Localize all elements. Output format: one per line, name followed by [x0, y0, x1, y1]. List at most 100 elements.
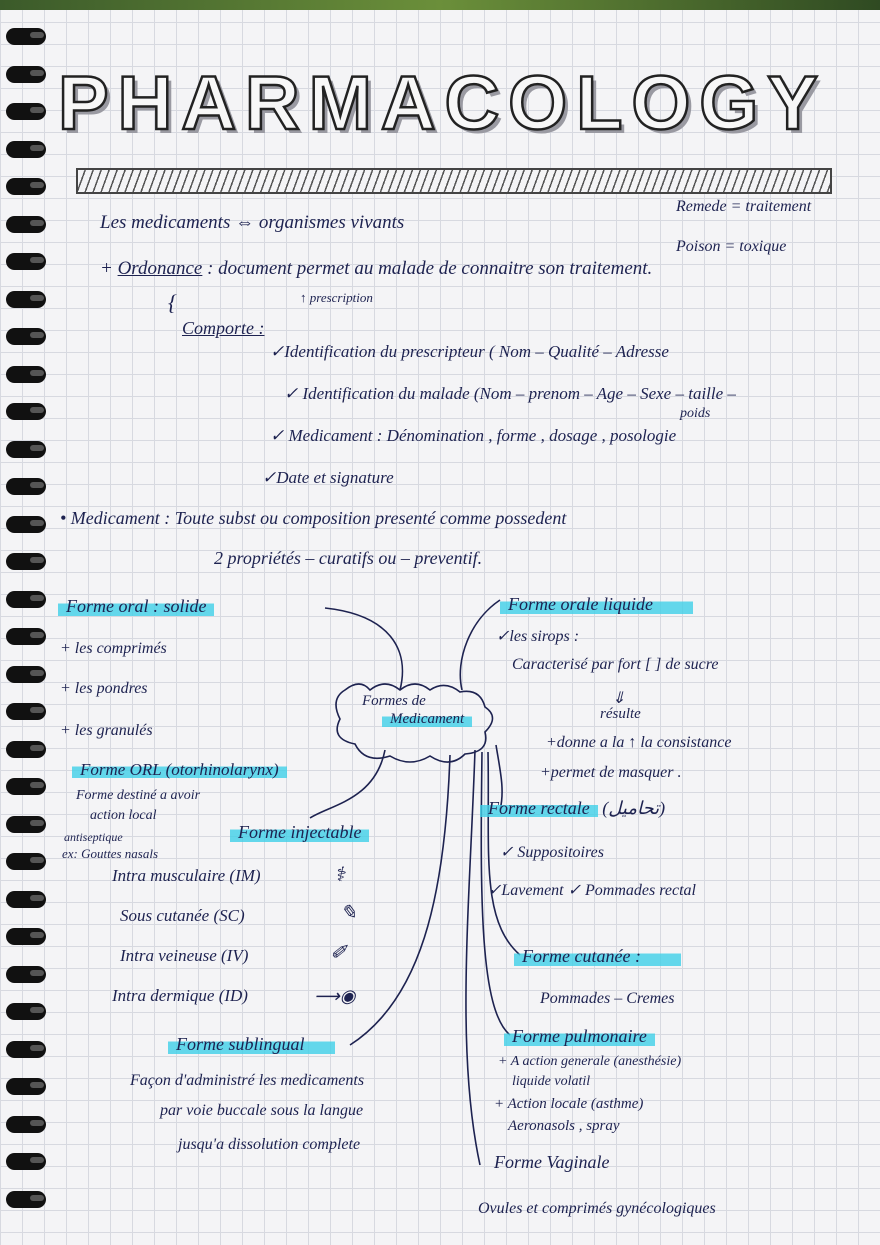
oral-liquide-item: +donne a la ↑ la consistance — [546, 734, 732, 751]
spiral-ring — [6, 403, 46, 420]
vaginale-title: Forme Vaginale — [494, 1152, 610, 1172]
connector-vaginale — [465, 749, 481, 1166]
syringe-icon: ✎ — [340, 902, 357, 924]
injectable-item: Intra musculaire (IM) — [112, 866, 261, 885]
title-letter: A — [380, 59, 437, 147]
spiral-ring — [6, 290, 46, 308]
spiral-ring — [6, 515, 46, 533]
spiral-ring — [6, 553, 46, 570]
spiral-ring — [6, 853, 46, 870]
title-letter: M — [307, 59, 373, 147]
medicament-def-2: 2 propriétés – curatifs ou – preventif. — [214, 548, 483, 568]
orl-title-text: Forme ORL (otorhinolarynx) — [72, 760, 287, 779]
spiral-ring — [6, 1040, 46, 1058]
spiral-ring — [6, 740, 46, 758]
spiral-ring — [6, 928, 46, 945]
ordonnance-term: Ordonance — [117, 258, 203, 279]
spiral-ring — [6, 253, 46, 270]
pulmonaire-item: + A action generale (anesthésie) — [498, 1054, 682, 1069]
spiral-ring — [6, 65, 46, 83]
title-letter: A — [180, 59, 237, 147]
spiral-ring — [6, 890, 46, 908]
rectale-title-text: Forme rectale — [480, 798, 598, 818]
pulmonaire-title: Forme pulmonaire — [504, 1026, 655, 1047]
ordonnance-line: + Ordonance : document permet au malade … — [100, 258, 653, 279]
comporte-label: Comporte : — [182, 318, 265, 338]
title-letter: O — [507, 59, 569, 147]
sublingual-item: jusqu'a dissolution complete — [178, 1136, 361, 1153]
mindmap-center: Formes de Medicament — [362, 692, 473, 728]
oral-liquide-item: Caracterisé par fort [ ] de sucre — [512, 656, 719, 673]
pulmonaire-item: liquide volatil — [512, 1074, 591, 1089]
poids-note: poids — [680, 406, 711, 421]
orl-title: Forme ORL (otorhinolarynx) — [72, 760, 287, 780]
spiral-ring — [6, 328, 46, 345]
spiral-ring — [6, 440, 46, 458]
orl-item: ex: Gouttes nasals — [62, 846, 159, 861]
comporte-item: ✓Identification du prescripteur ( Nom – … — [270, 342, 669, 361]
comporte-item: ✓Date et signature — [262, 468, 394, 487]
cutanee-title: Forme cutanée : — [514, 946, 681, 967]
spiral-ring — [6, 703, 46, 720]
oral-liquide-title: Forme orale liquide — [500, 594, 693, 615]
spiral-ring — [6, 478, 46, 495]
cutanee-item: Pommades – Cremes — [540, 990, 675, 1007]
connector-center-cloud — [335, 683, 494, 763]
brace: { — [168, 290, 177, 315]
side-note-poison: Poison = toxique — [676, 238, 787, 255]
injectable-item: Intra dermique (ID) — [112, 986, 248, 1005]
title-letter: O — [630, 59, 692, 147]
annotation-text: prescription — [309, 290, 373, 305]
orl-item: Forme destiné a avoir — [76, 788, 201, 803]
spiral-ring — [6, 590, 46, 608]
title-letter: P — [57, 59, 110, 147]
pulmonaire-item: + Action locale (asthme) — [494, 1096, 644, 1112]
spiral-ring — [6, 178, 46, 195]
rectale-item: ✓Lavement ✓ Pommades rectal — [488, 882, 696, 899]
spiral-ring — [6, 665, 46, 683]
intro-line: Les medicaments ⇔ organismes vivants — [100, 212, 405, 233]
oral-liquide-item: ✓les sirops : — [496, 628, 580, 645]
spiral-ring — [6, 628, 46, 645]
title-letter: C — [443, 59, 500, 147]
spiral-ring — [6, 1153, 46, 1170]
spiral-ring — [6, 1190, 46, 1208]
connector-sublingual — [349, 754, 451, 1046]
title-underline-band — [76, 168, 832, 194]
spiral-ring — [6, 215, 46, 233]
spiral-ring — [6, 365, 46, 383]
vaginale-item: Ovules et comprimés gynécologiques — [478, 1200, 716, 1217]
oral-liquide-item: résulte — [600, 706, 641, 722]
injectable-title: Forme injectable — [230, 822, 370, 843]
spiral-ring — [6, 1003, 46, 1020]
sublingual-item: Façon d'administré les medicaments — [130, 1072, 365, 1089]
oral-liquide-item: ⇓ — [612, 690, 626, 707]
spiral-ring — [6, 965, 46, 983]
oral-solide-item: + les comprimés — [60, 640, 167, 657]
rectale-arabic: (تحاميل) — [602, 798, 666, 818]
rectale-item: ✓ Suppositoires — [500, 844, 604, 861]
connector-oral-liquide — [459, 599, 501, 691]
center-label-1: Formes de — [362, 693, 426, 709]
connector-cutanee — [487, 751, 521, 956]
injectable-item: Sous cutanée (SC) — [120, 906, 245, 925]
orl-item: antiseptique — [64, 830, 123, 844]
oral-solide-title: Forme oral : solide — [58, 596, 215, 617]
oral-solide-item: + les pondres — [60, 680, 148, 697]
pulmonaire-item: Aeronasols , spray — [508, 1118, 620, 1134]
syringe-icon: ✐ — [330, 942, 347, 964]
oral-solide-item: + les granulés — [60, 722, 153, 739]
medicament-def-1: • Medicament : Toute subst ou compositio… — [60, 508, 567, 528]
spiral-ring — [6, 103, 46, 120]
oral-liquide-item: +permet de masquer . — [540, 764, 682, 781]
title-letter: R — [244, 59, 301, 147]
connector-orl — [309, 749, 386, 819]
comporte-item: ✓ Medicament : Dénomination , forme , do… — [270, 426, 677, 445]
page-top-edge — [0, 0, 880, 10]
syringe-icon: ⟶◉ — [314, 986, 356, 1006]
spiral-ring — [6, 1078, 46, 1095]
title-letter: H — [116, 59, 173, 147]
comporte-item: ✓ Identification du malade (Nom – prenom… — [284, 384, 736, 403]
